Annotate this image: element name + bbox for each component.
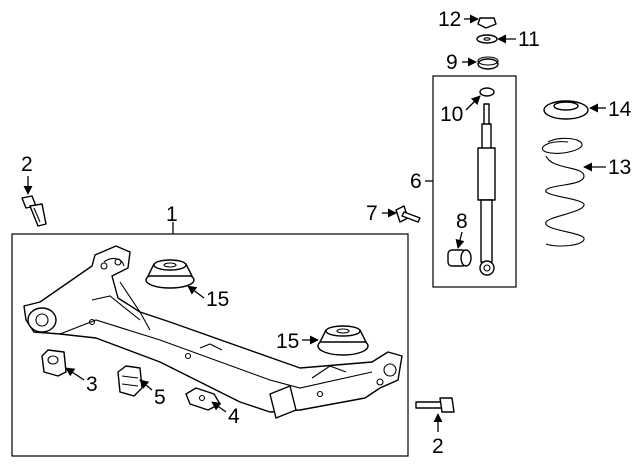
shock-bushing: [447, 249, 472, 267]
rear-axle-beam: [23, 245, 403, 419]
bump-stop: [117, 365, 143, 397]
leader-8: [455, 231, 465, 249]
spring-seat-right: [317, 325, 369, 356]
callout-6: 6: [410, 170, 422, 193]
callout-9: 9: [446, 51, 458, 74]
shock-mount-bolt: [395, 205, 421, 223]
callout-3: 3: [86, 373, 98, 396]
coil-spring: [541, 137, 585, 247]
callout-2-upper: 2: [21, 153, 33, 176]
leader-15a: [187, 285, 205, 299]
leader-5: [139, 379, 153, 391]
axle-assembly-frame: [11, 233, 409, 457]
callout-5: 5: [154, 386, 166, 409]
callout-10: 10: [440, 103, 463, 126]
callout-12: 12: [438, 8, 461, 31]
callout-2-lower: 2: [432, 435, 444, 458]
callout-1: 1: [166, 203, 178, 226]
lock-nut: [477, 17, 497, 29]
axle-bushing: [41, 349, 67, 377]
callout-15-right: 15: [276, 330, 299, 353]
leader-3: [65, 367, 85, 381]
mount-insulator: [477, 56, 499, 70]
mounting-bracket: [185, 387, 221, 411]
callout-7: 7: [366, 202, 378, 225]
shock-absorber: [477, 103, 496, 276]
leader-4: [211, 401, 227, 413]
callout-11: 11: [518, 28, 540, 51]
callout-14: 14: [608, 98, 632, 121]
callout-8: 8: [456, 210, 468, 233]
leader-10: [465, 95, 481, 111]
washer: [476, 34, 498, 44]
mount-bushing: [479, 87, 495, 97]
callout-13: 13: [608, 156, 631, 179]
pivot-bolt-lower: [415, 397, 455, 413]
callout-15-left: 15: [206, 288, 229, 311]
pivot-bolt-upper: [21, 195, 47, 227]
callout-4: 4: [228, 405, 240, 428]
spring-insulator: [543, 100, 589, 120]
spring-seat-left: [145, 259, 195, 289]
